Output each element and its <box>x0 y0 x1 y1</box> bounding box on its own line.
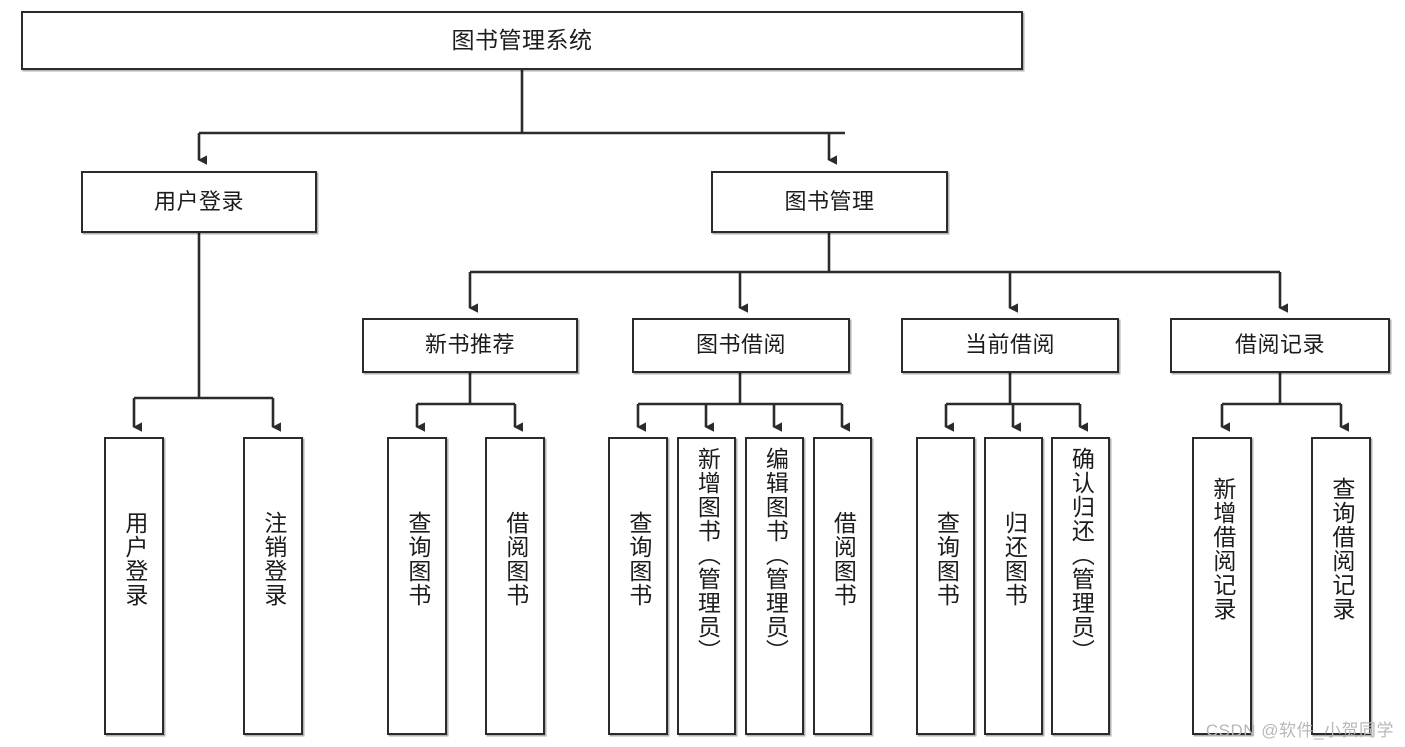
node-book-management[interactable]: 图书管理 <box>711 171 948 233</box>
node-label: 借阅图书 <box>830 511 857 607</box>
node-label: 注销登录 <box>260 511 287 607</box>
node-label: 新增图书（管理员） <box>694 447 721 663</box>
node-new-book-recommend[interactable]: 新书推荐 <box>362 318 578 373</box>
node-root[interactable]: 图书管理系统 <box>21 11 1023 70</box>
node-leaf-query-book-2[interactable]: 查询图书 <box>608 437 668 735</box>
node-label: 借阅记录 <box>1234 332 1325 358</box>
node-label: 归还图书 <box>1001 511 1028 607</box>
node-leaf-return-book[interactable]: 归还图书 <box>984 437 1043 735</box>
node-label: 编辑图书（管理员） <box>762 447 789 663</box>
node-leaf-borrow-book-2[interactable]: 借阅图书 <box>813 437 872 735</box>
node-borrow-record[interactable]: 借阅记录 <box>1170 318 1390 373</box>
node-label: 查询图书 <box>625 511 652 607</box>
node-label: 图书管理系统 <box>451 26 593 53</box>
node-leaf-confirm-return-admin[interactable]: 确认归还（管理员） <box>1051 437 1110 735</box>
node-leaf-query-borrow-record[interactable]: 查询借阅记录 <box>1311 437 1371 735</box>
node-leaf-query-book-1[interactable]: 查询图书 <box>387 437 447 735</box>
node-label: 用户登录 <box>121 511 148 607</box>
node-label: 图书管理 <box>784 188 875 214</box>
node-label: 新书推荐 <box>424 332 515 358</box>
node-leaf-query-book-3[interactable]: 查询图书 <box>916 437 975 735</box>
node-label: 新增借阅记录 <box>1209 477 1236 621</box>
node-label: 查询借阅记录 <box>1328 477 1355 621</box>
node-label: 查询图书 <box>933 511 960 607</box>
node-label: 用户登录 <box>153 188 244 214</box>
node-leaf-user-login[interactable]: 用户登录 <box>104 437 164 735</box>
node-leaf-add-borrow-record[interactable]: 新增借阅记录 <box>1192 437 1252 735</box>
node-leaf-add-book-admin[interactable]: 新增图书（管理员） <box>677 437 736 735</box>
node-leaf-logout[interactable]: 注销登录 <box>243 437 303 735</box>
node-label: 查询图书 <box>404 511 431 607</box>
node-book-borrow[interactable]: 图书借阅 <box>632 318 850 373</box>
node-user-login[interactable]: 用户登录 <box>81 171 317 233</box>
node-label: 确认归还（管理员） <box>1068 447 1095 663</box>
node-leaf-edit-book-admin[interactable]: 编辑图书（管理员） <box>745 437 804 735</box>
node-current-borrow[interactable]: 当前借阅 <box>901 318 1119 373</box>
node-label: 图书借阅 <box>695 332 786 358</box>
node-label: 借阅图书 <box>502 511 529 607</box>
node-leaf-borrow-book-1[interactable]: 借阅图书 <box>485 437 545 735</box>
node-label: 当前借阅 <box>964 332 1055 358</box>
